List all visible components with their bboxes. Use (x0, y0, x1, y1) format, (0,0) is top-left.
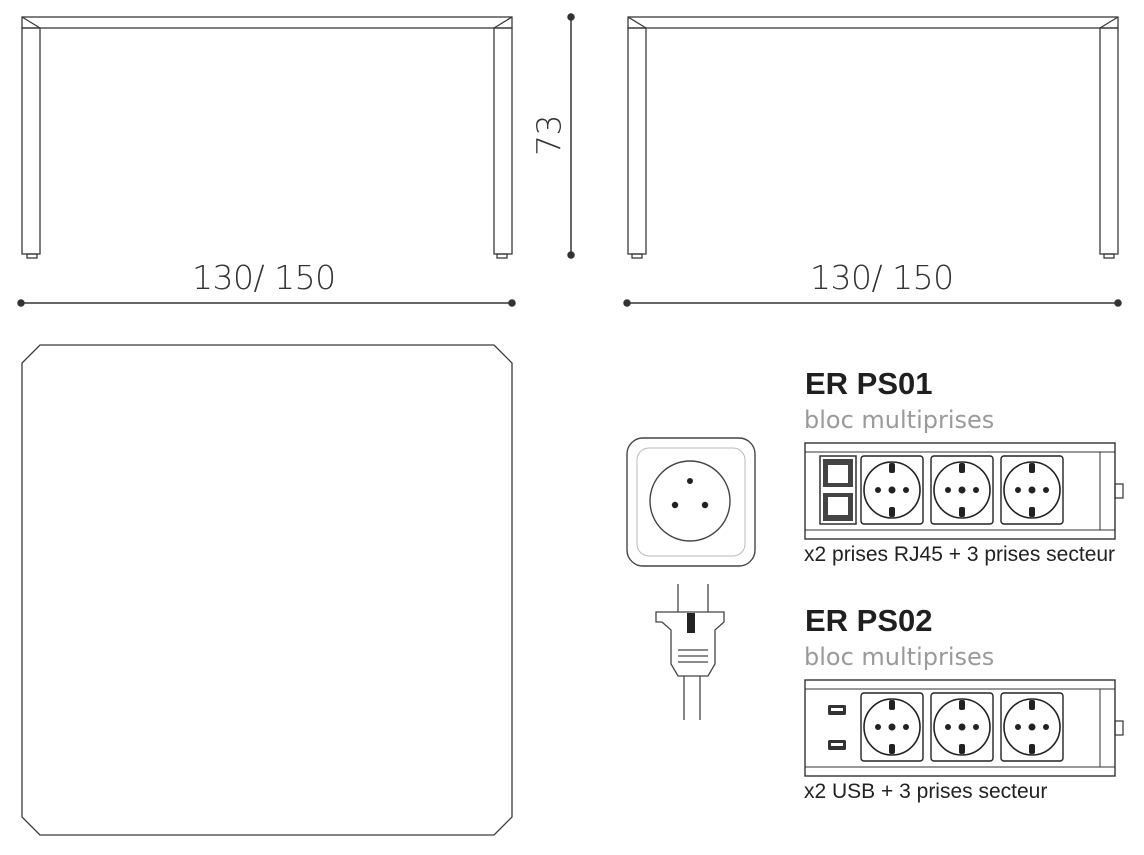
height-label: 73 (529, 115, 569, 156)
power-strip-rj45-icon (804, 442, 1124, 540)
product-1-description: x2 prises RJ45 + 3 prises secteur (804, 543, 1116, 566)
table-top-view (21, 344, 513, 836)
product-2-description: x2 USB + 3 prises secteur (804, 780, 1048, 803)
height-dimension-line (567, 13, 575, 259)
side-width-label: 130/ 150 (810, 258, 954, 297)
product-1-subtitle: bloc multiprises (804, 406, 995, 434)
product-2-code: ER PS02 (805, 603, 933, 638)
power-plug-icon (655, 584, 725, 720)
front-width-label: 130/ 150 (192, 258, 336, 297)
wall-socket-icon (626, 437, 756, 567)
product-2-subtitle: bloc multiprises (804, 643, 995, 671)
table-side-view (627, 16, 1119, 259)
front-width-dimension-line (17, 299, 516, 307)
product-1-code: ER PS01 (805, 366, 933, 401)
table-front-view (21, 16, 513, 259)
power-strip-usb-icon (804, 679, 1124, 777)
side-width-dimension-line (623, 299, 1122, 307)
